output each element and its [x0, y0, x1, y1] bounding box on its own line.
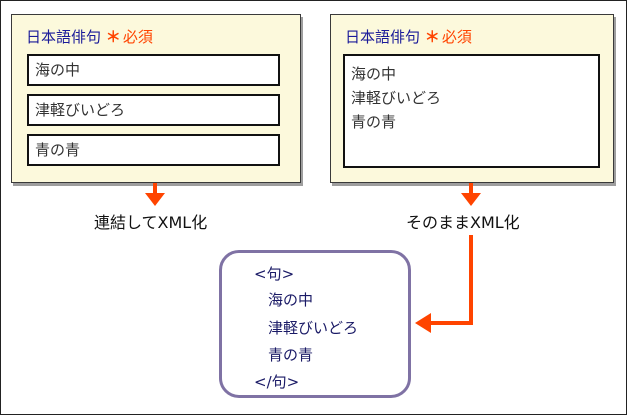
right-textarea[interactable]: 海の中 津軽びいどろ 青の青 [343, 54, 600, 168]
left-field-label: 日本語俳句 [26, 28, 102, 46]
xml-open-tag: <句> [254, 265, 295, 283]
right-down-arrow-icon [461, 183, 481, 206]
left-down-arrow-icon [145, 183, 165, 206]
left-text-field-1[interactable]: 海の中 [27, 54, 280, 86]
left-text-field-3[interactable]: 青の青 [27, 134, 280, 166]
xml-line-3: 青の青 [268, 346, 314, 364]
left-text-field-2[interactable]: 津軽びいどろ [27, 94, 280, 126]
left-required-indicator: ＊必須 [106, 28, 153, 46]
right-form-panel: 日本語俳句 ＊必須 海の中 津軽びいどろ 青の青 [330, 14, 614, 183]
left-panel-label: 日本語俳句 ＊必須 [26, 27, 153, 47]
textarea-line-3: 青の青 [351, 113, 397, 131]
right-field-label: 日本語俳句 [345, 28, 421, 46]
xml-line-2: 津軽びいどろ [268, 319, 359, 337]
left-required-star-icon: ＊ [105, 28, 121, 46]
as-is-caption: そのままXML化 [406, 213, 520, 232]
xml-output-box: <句> 海の中 津軽びいどろ 青の青 </句> [219, 250, 411, 398]
concatenate-caption: 連結してXML化 [94, 213, 208, 232]
xml-close-tag: </句> [254, 373, 300, 391]
right-required-text: 必須 [441, 28, 472, 46]
right-panel-label: 日本語俳句 ＊必須 [345, 27, 472, 47]
xml-line-1: 海の中 [268, 291, 314, 309]
left-required-text: 必須 [122, 28, 153, 46]
right-required-indicator: ＊必須 [425, 28, 472, 46]
right-required-star-icon: ＊ [424, 28, 440, 46]
textarea-line-2: 津軽びいどろ [351, 89, 442, 107]
textarea-line-1: 海の中 [351, 65, 397, 83]
left-form-panel: 日本語俳句 ＊必須 海の中 津軽びいどろ 青の青 [11, 14, 301, 183]
elbow-arrow-to-xml-icon [415, 235, 473, 333]
